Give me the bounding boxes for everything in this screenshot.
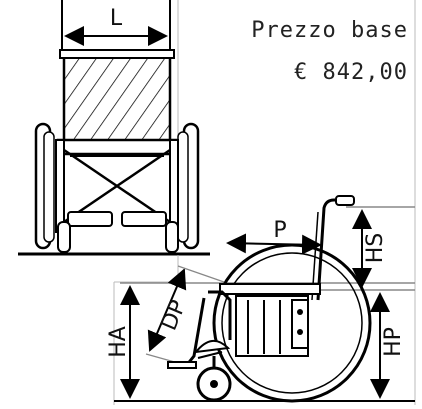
depth-label: P (273, 218, 286, 243)
arm-height-label: HA (106, 326, 131, 358)
seat-depth-label: DP (157, 297, 192, 335)
back-height-label: HS (363, 233, 388, 264)
price-label: Prezzo base (251, 18, 408, 43)
side-view: HA HP HS P DP (106, 195, 415, 405)
front-view: L (18, 0, 210, 256)
width-label: L (110, 6, 123, 31)
price-value: € 842,00 (294, 60, 408, 85)
seat-height-label: HP (381, 327, 406, 357)
